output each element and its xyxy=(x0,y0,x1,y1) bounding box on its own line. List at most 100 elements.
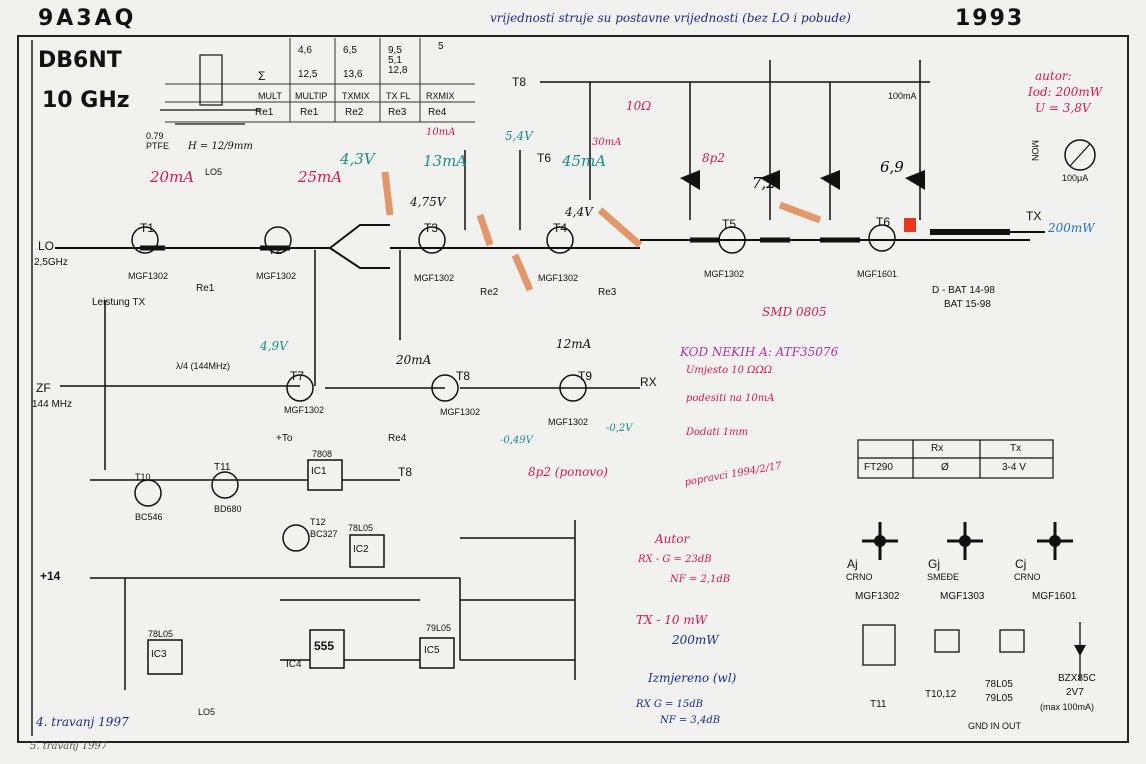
current-t1: 20mA xyxy=(150,168,195,186)
table-r1c3: 9,5 xyxy=(388,45,402,56)
t11-label: T11 xyxy=(214,462,231,473)
ptfe-value: 0.79 xyxy=(146,131,164,141)
relay-re1: Re1 xyxy=(196,283,215,294)
relay-re3: Re3 xyxy=(598,287,617,298)
t10-label: T10 xyxy=(135,472,151,482)
ptfe-label: PTFE xyxy=(146,141,170,151)
dodati-note: Dodati 1mm xyxy=(686,427,749,438)
lo-label: LO xyxy=(38,239,55,253)
callsign: 9A3AQ xyxy=(38,6,137,31)
rxtx-rx-val: Ø xyxy=(941,462,949,473)
t4-part: MGF1302 xyxy=(538,273,579,283)
rf-chain xyxy=(55,224,1045,269)
header-note: vrijednosti struje su postavne vrijednos… xyxy=(490,11,851,25)
table-r3c4: Re3 xyxy=(388,107,407,118)
t9-label: T9 xyxy=(578,369,593,383)
author-line1: autor: xyxy=(1035,69,1072,83)
current-t3: 13mA xyxy=(423,152,468,170)
pinout-dots xyxy=(874,535,1061,547)
tx-power: 200mW xyxy=(1048,221,1095,235)
bc-note2: 8p2 (ponovo) xyxy=(528,465,608,479)
table-r3c1: Re1 xyxy=(255,107,274,118)
date-1: 4. travanj 1997 xyxy=(36,715,129,729)
t4-label: T4 xyxy=(553,221,568,235)
pin-t1012: T10,12 xyxy=(925,689,957,700)
smd-note: SMD 0805 xyxy=(762,305,827,319)
rxtx-tx-val: 3-4 V xyxy=(1002,462,1026,473)
leistung-label: Leistung TX xyxy=(92,297,146,308)
current-10ma: 10mA xyxy=(426,127,456,138)
pin-reg2: 79L05 xyxy=(985,693,1013,704)
ic2-label: IC2 xyxy=(353,544,369,555)
rxtx-ft290: FT290 xyxy=(864,462,893,473)
lo5-bottom: LO5 xyxy=(198,707,216,717)
pin-cj-part: MGF1601 xyxy=(1032,591,1077,602)
t3-part: MGF1302 xyxy=(414,273,455,283)
t8-label: T8 xyxy=(456,369,471,383)
table-r3c3: Re2 xyxy=(345,107,364,118)
t2-label: T2 xyxy=(268,243,283,257)
designer: DB6NT xyxy=(38,48,122,73)
pin-cj-color: CRNO xyxy=(1014,572,1041,582)
current-t4: 45mA xyxy=(562,152,607,170)
zener-symbol xyxy=(1074,645,1086,656)
frame-border xyxy=(17,35,1129,743)
pin-gnd-in-out: GND IN OUT xyxy=(968,721,1021,731)
pin-aj-color: CRNO xyxy=(846,572,873,582)
t12-part: BC327 xyxy=(310,529,338,539)
pin-zener-i: (max 100mA) xyxy=(1040,702,1095,712)
mon-label: MON xyxy=(1030,140,1040,161)
tx-block2: 200mW xyxy=(672,633,719,647)
lo5-top: LO5 xyxy=(205,167,223,177)
plus-to: +To xyxy=(276,433,293,444)
table-mult-header: MULT xyxy=(258,91,282,101)
current-30ma: 30mA xyxy=(592,137,622,148)
tx-label: TX xyxy=(1026,209,1042,223)
current-t8: 20mA xyxy=(396,353,432,367)
bc-note: 8p2 xyxy=(702,151,725,165)
t7-label: T7 xyxy=(290,369,305,383)
table-txmix-header: TXMIX xyxy=(342,91,370,101)
band-label: 10 GHz xyxy=(42,88,130,113)
zf-freq: 144 MHz xyxy=(32,399,73,410)
ic5-part: 79L05 xyxy=(426,623,452,633)
t6-top-label: T6 xyxy=(537,151,552,165)
voltage-72: 7,2 xyxy=(752,174,776,192)
voltage-049: -0,49V xyxy=(500,435,533,446)
if-section xyxy=(60,250,640,690)
voltage-4v3: 4,3V xyxy=(340,150,375,168)
ohm-note: 10Ω xyxy=(626,99,652,113)
t8-out-label: T8 xyxy=(398,465,413,479)
table-r3c2: Re1 xyxy=(300,107,319,118)
lambda-label: λ/4 (144MHz) xyxy=(176,361,231,371)
orange-marks xyxy=(381,171,822,292)
table-txfl-header: TX FL xyxy=(386,91,411,101)
izmjereno-nf: NF = 3,4dB xyxy=(660,715,721,726)
t8-rail xyxy=(464,60,930,230)
t10-part: BC546 xyxy=(135,512,163,522)
table-rxmix-header: RXMIX xyxy=(426,91,455,101)
rxtx-h-tx: Tx xyxy=(1010,443,1022,454)
red-block xyxy=(904,218,916,232)
ic4-label: IC4 xyxy=(286,659,302,670)
pin-cj: Cj xyxy=(1015,557,1027,571)
pin-t11: T11 xyxy=(870,699,887,710)
detector-diodes xyxy=(680,170,925,190)
ic-boxes xyxy=(147,459,455,675)
supply-plus14: +14 xyxy=(40,569,61,583)
t6-label: T6 xyxy=(876,215,891,229)
izmjereno-g: RX G = 15dB xyxy=(636,699,704,710)
t1-part: MGF1302 xyxy=(128,271,169,281)
autor-nf: NF = 2,1dB xyxy=(670,574,731,585)
rxtx-h-rx: Rx xyxy=(931,443,944,454)
autor-title: Autor xyxy=(655,532,690,546)
antenna-note: H = 12/9mm xyxy=(188,141,253,152)
autor-rx: RX - G = 23dB xyxy=(638,554,712,565)
header-table-lines xyxy=(165,38,475,123)
table-r1c2: 6,5 xyxy=(343,45,357,56)
author-line2: Iod: 200mW xyxy=(1028,85,1103,99)
umjesto-note: Umjesto 10 ΩΩΩ xyxy=(686,365,773,376)
pin-zener-v: 2V7 xyxy=(1066,687,1084,698)
